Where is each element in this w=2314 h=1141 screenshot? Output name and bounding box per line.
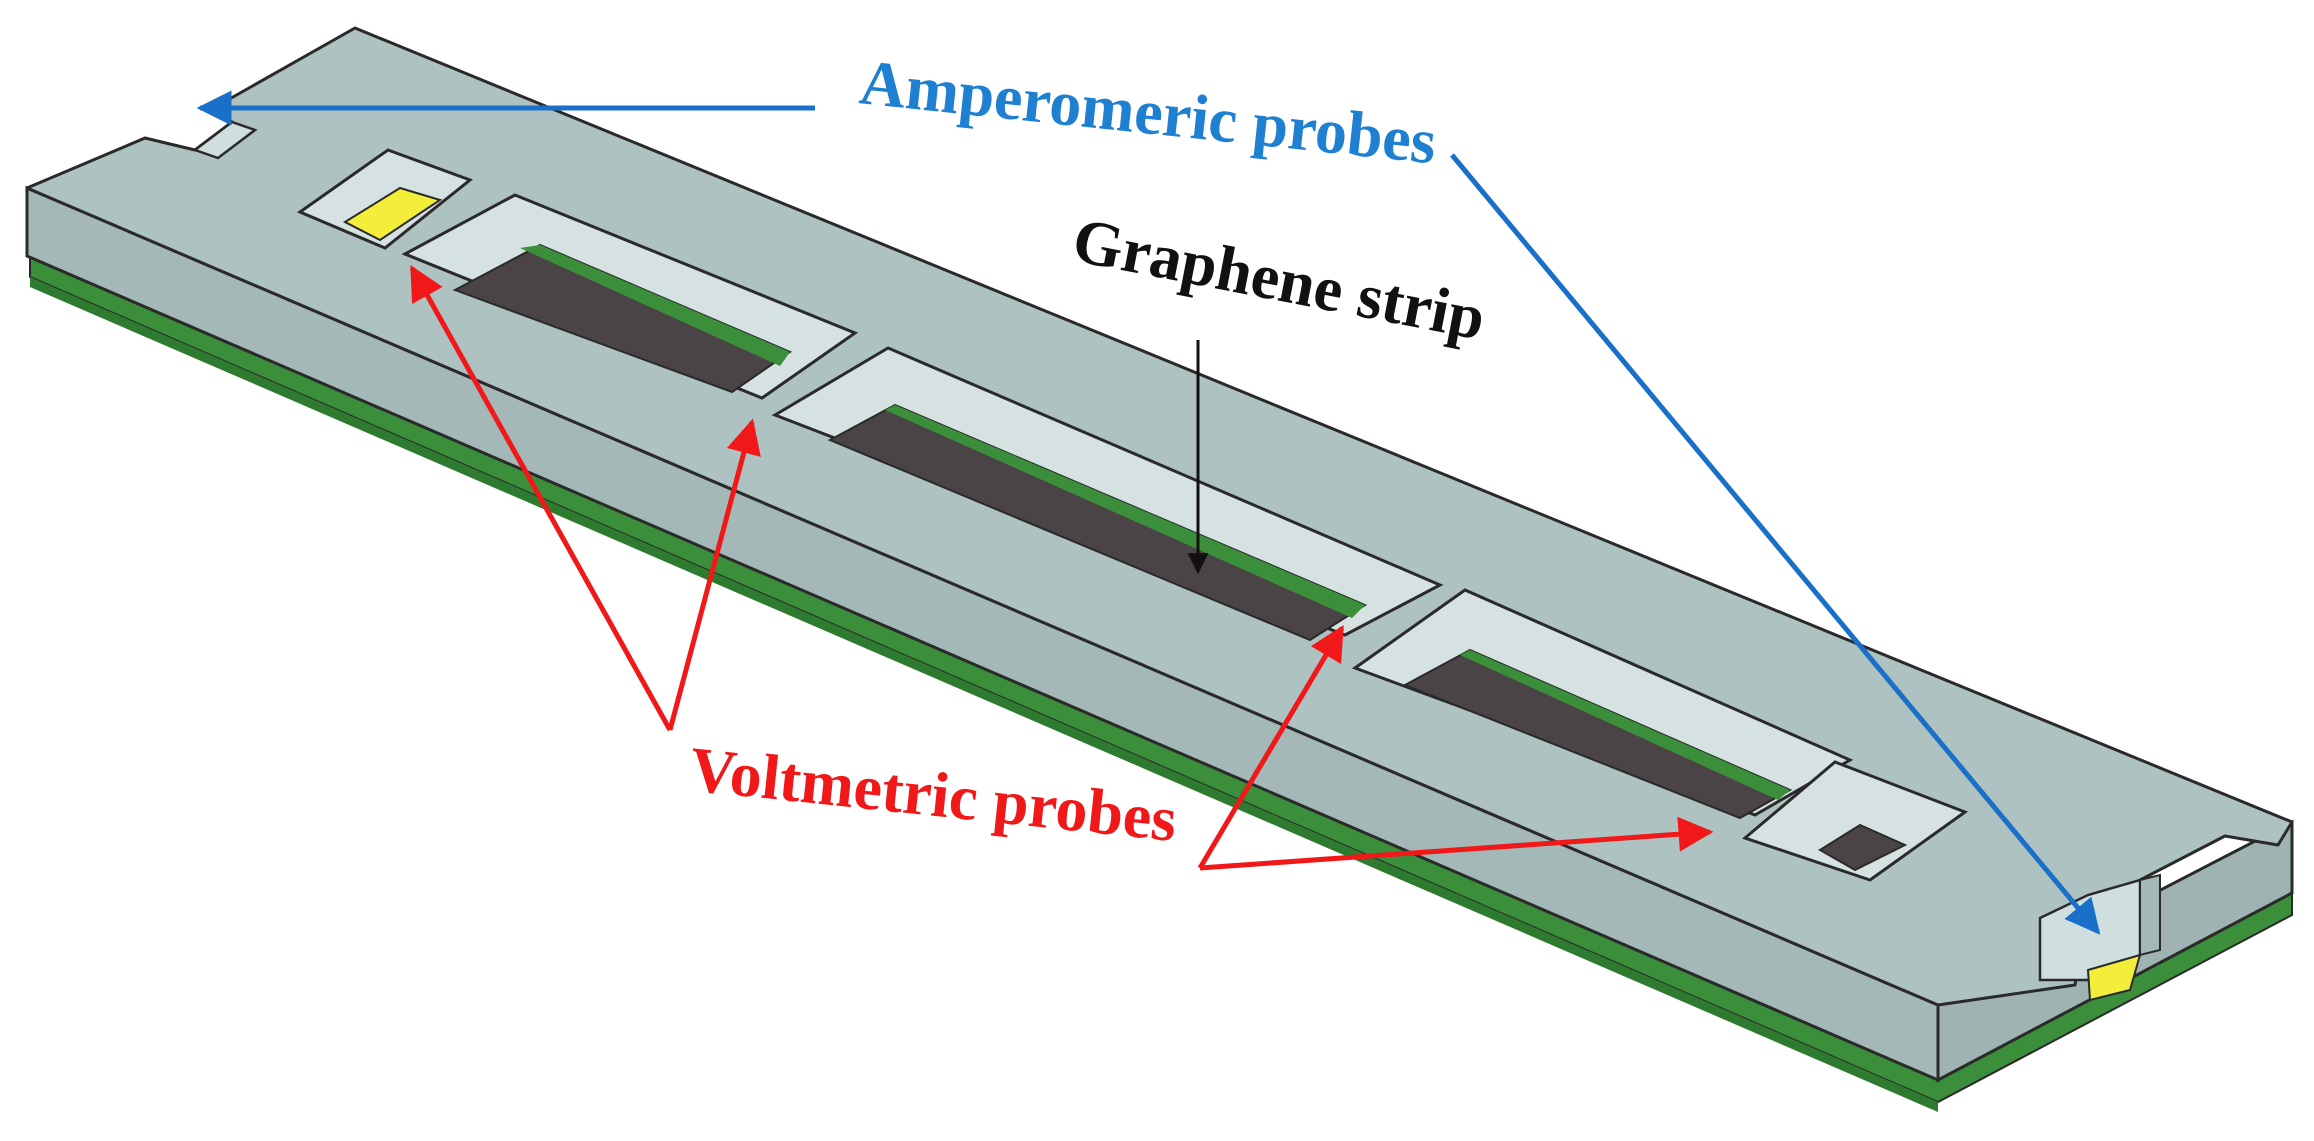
left-notch — [192, 120, 258, 160]
left-small-window — [296, 148, 474, 250]
voltmetric-arrow-3 — [1197, 624, 1345, 870]
window-2 — [771, 346, 1444, 642]
window-1 — [401, 193, 859, 400]
graphene-label: Graphene strip — [1067, 204, 1491, 353]
voltmetric-arrow-1 — [409, 264, 673, 732]
voltmetric-arrow-2 — [667, 418, 761, 731]
amperometric-arrow-right — [1450, 153, 2101, 935]
window-3 — [1351, 588, 1854, 820]
amperometric-label: Amperomeric probes — [857, 46, 1440, 177]
right-notch — [2038, 873, 2161, 1002]
voltmetric-arrow-4 — [1199, 816, 1714, 871]
right-small-window — [1741, 760, 1969, 882]
